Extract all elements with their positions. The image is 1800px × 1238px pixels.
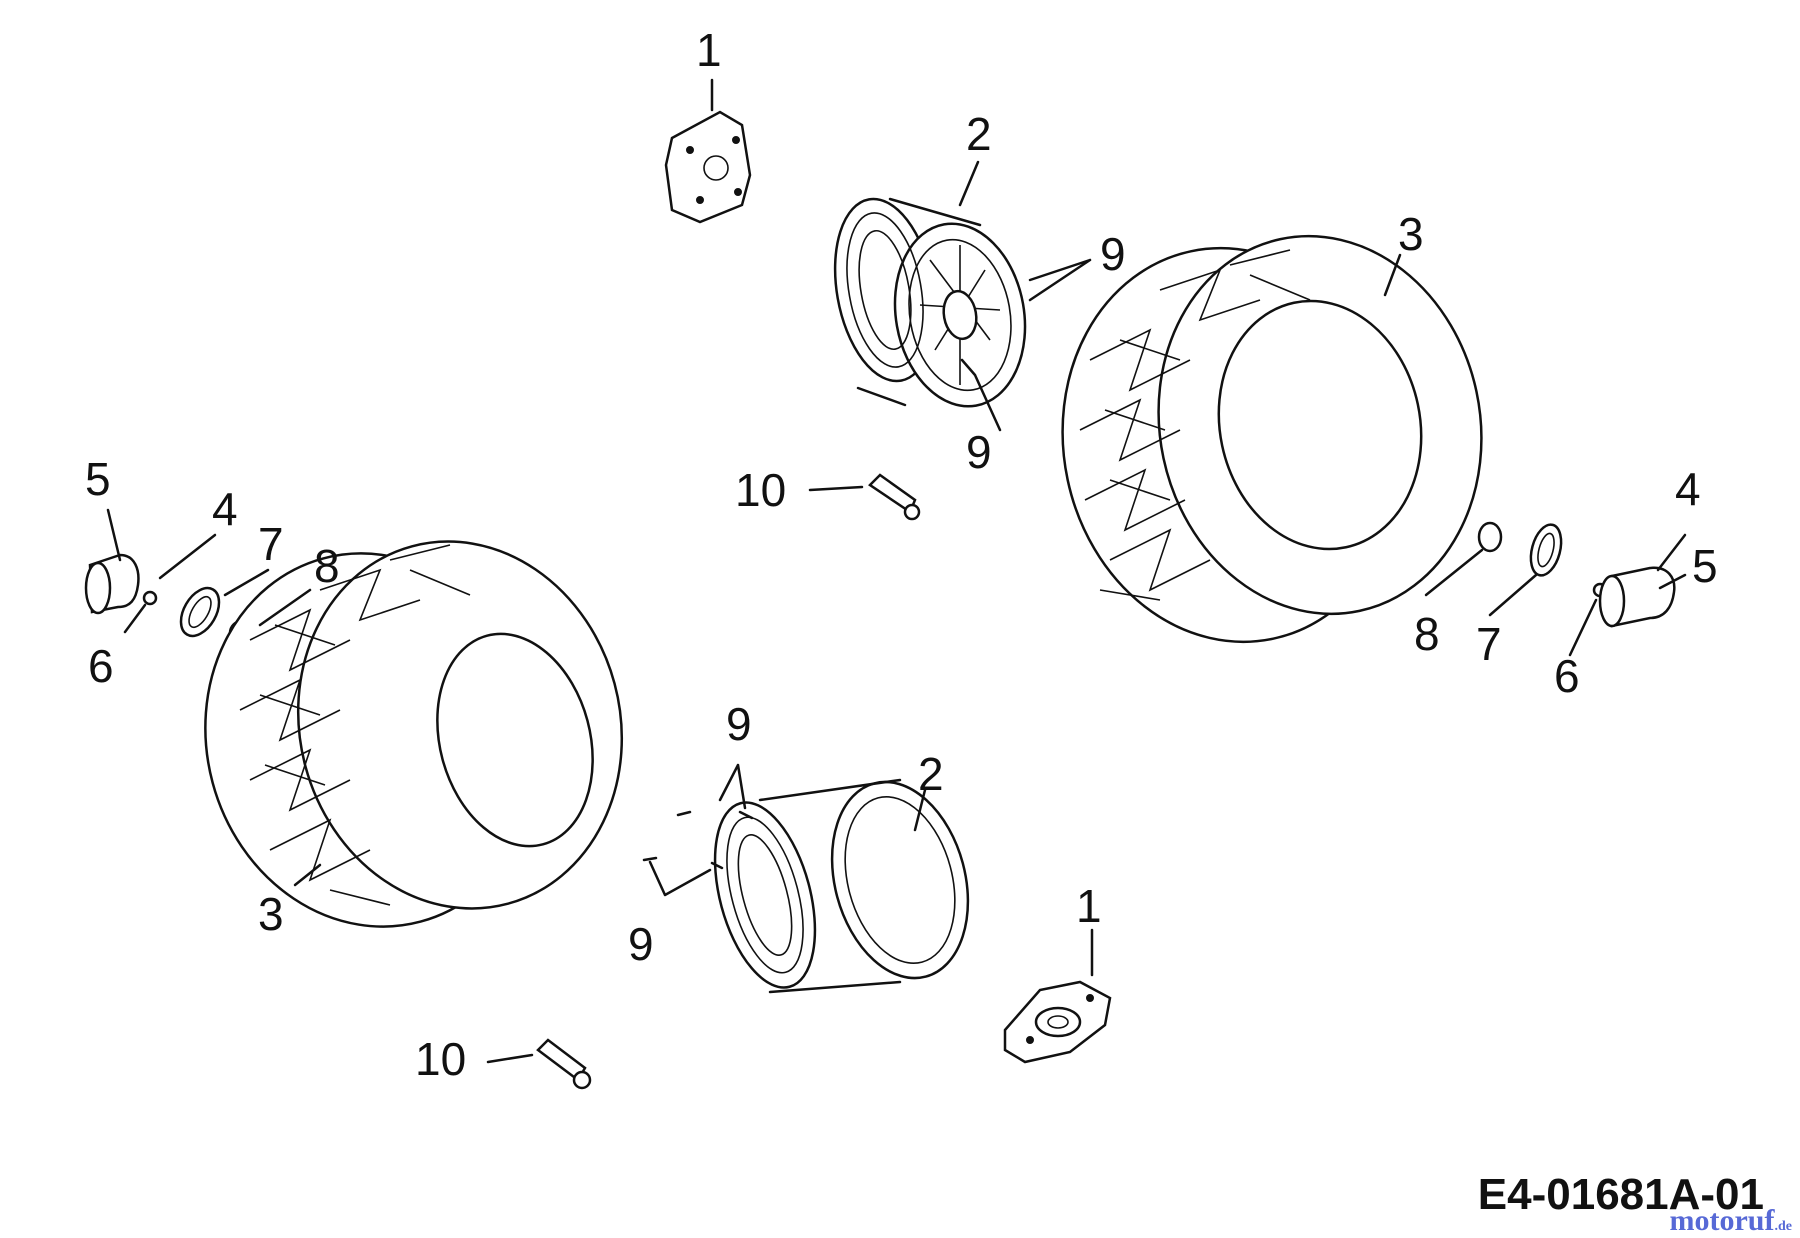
- callout-4-left: 4: [212, 483, 238, 535]
- callout-8-right: 8: [1414, 608, 1440, 660]
- hub-flange-top: [664, 110, 752, 224]
- callout-1-bottom: 1: [1076, 880, 1102, 932]
- oring-7-right: [1529, 523, 1563, 577]
- callout-1-top: 1: [696, 24, 722, 76]
- valve-stem-lower: [536, 1038, 592, 1090]
- callout-9-bottom-left: 9: [628, 918, 654, 970]
- callout-9-top-right: 9: [1100, 228, 1126, 280]
- tire-right: [1061, 234, 1483, 644]
- callout-2-bottom: 2: [918, 748, 944, 800]
- callout-9-bottom-top: 9: [726, 698, 752, 750]
- washer-8-right: [1477, 521, 1503, 553]
- callout-5-left: 5: [85, 453, 111, 505]
- callout-6-left: 6: [88, 640, 114, 692]
- wheel-rim-bottom: [713, 778, 970, 994]
- leader-lines: [106, 78, 1687, 1064]
- oring-7-left: [179, 586, 221, 638]
- watermark-brand: motoruf: [1669, 1204, 1775, 1237]
- callout-5-right: 5: [1692, 540, 1718, 592]
- callout-3-left: 3: [258, 888, 284, 940]
- cap-5-right: [1598, 566, 1676, 628]
- callout-3-right: 3: [1398, 208, 1424, 260]
- callout-8-left: 8: [314, 540, 340, 592]
- wheel-rim-top: [833, 197, 1027, 408]
- callout-4-right: 4: [1675, 463, 1701, 515]
- callout-10-lower: 10: [415, 1033, 466, 1085]
- valve-stem-upper: [868, 473, 921, 521]
- nut-6-left: [142, 590, 158, 606]
- cap-5-left: [84, 553, 140, 615]
- bolts-9-bottom: [642, 810, 754, 870]
- callout-6-right: 6: [1554, 650, 1580, 702]
- callout-10-upper: 10: [735, 464, 786, 516]
- callout-9-top-bottom: 9: [966, 426, 992, 478]
- hub-flange-bottom: [1003, 980, 1112, 1064]
- callout-labels: 1 2 9 9 3 5 4 7 8 6 10 4 5 8 7 6 3 9 2 9…: [85, 24, 1718, 1085]
- callout-7-right: 7: [1476, 618, 1502, 670]
- callout-2-top: 2: [966, 108, 992, 160]
- callout-7-left: 7: [258, 518, 284, 570]
- tire-left: [204, 540, 624, 928]
- diagram-code: E4-01681A-01: [1477, 1170, 1764, 1219]
- watermark: motoruf.de: [1670, 1204, 1792, 1238]
- watermark-tld: .de: [1774, 1219, 1793, 1234]
